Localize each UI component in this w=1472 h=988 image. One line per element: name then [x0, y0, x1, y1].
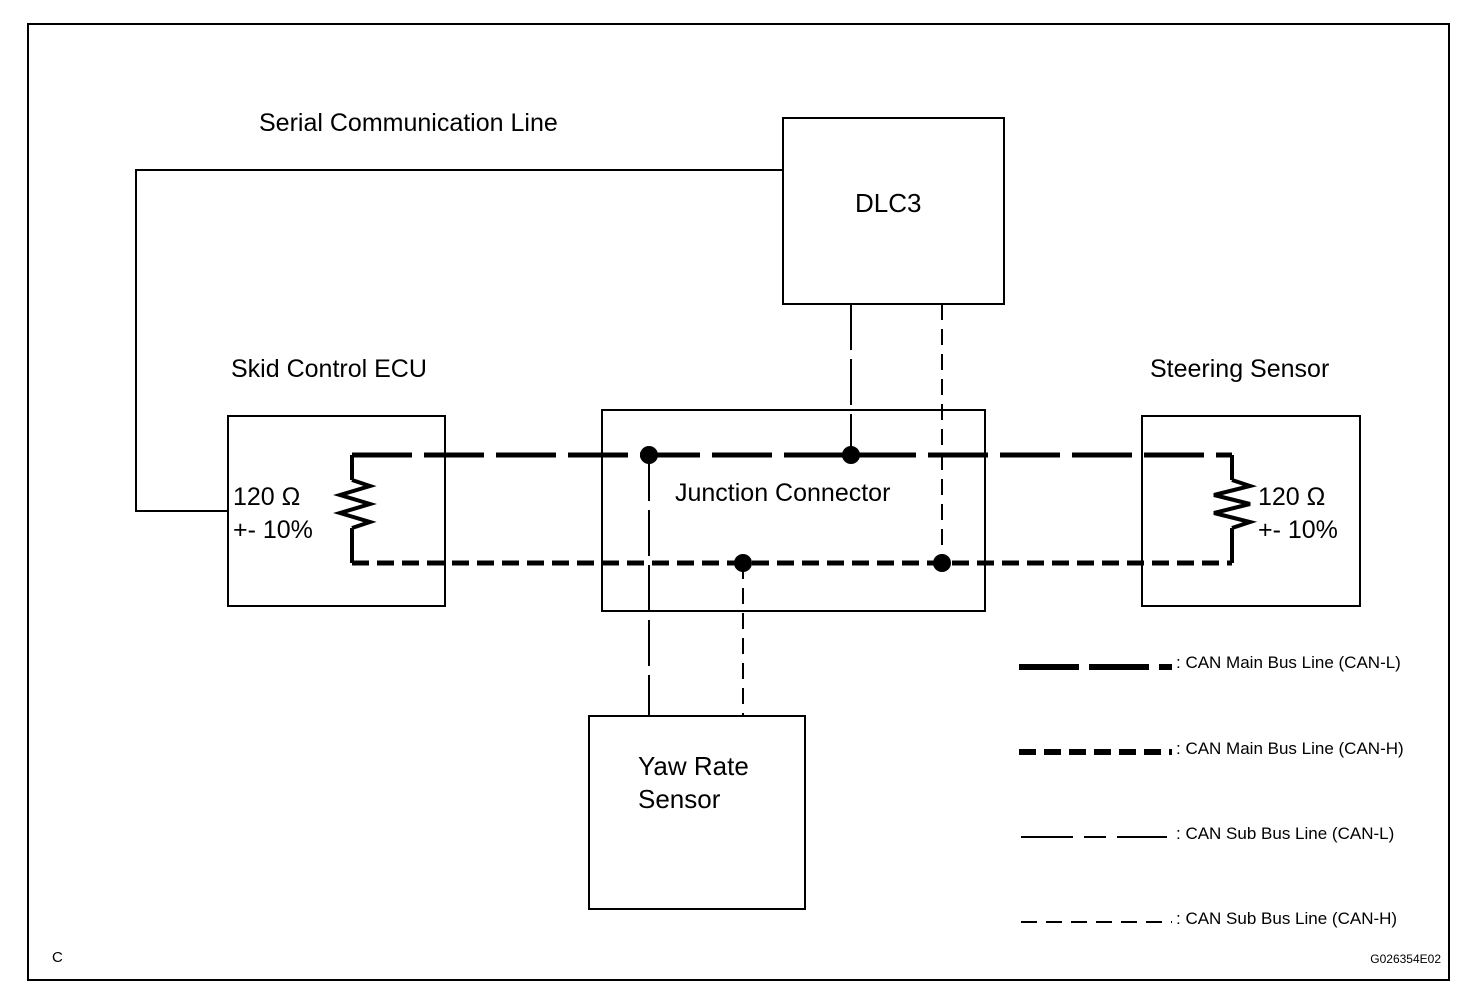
legend-label-main-can-h: : CAN Main Bus Line (CAN-H): [1176, 739, 1404, 758]
junction-dot-yaw-can-h: [734, 554, 752, 572]
yaw-rate-sensor-label-line1: Yaw Rate: [638, 751, 749, 781]
legend: : CAN Main Bus Line (CAN-L) : CAN Main B…: [1019, 653, 1404, 928]
skid-control-ecu-box: [227, 415, 446, 607]
steering-sensor-label: Steering Sensor: [1150, 355, 1329, 383]
left-resistor-value: 120 Ω: [233, 483, 300, 511]
serial-line-label: Serial Communication Line: [259, 109, 558, 137]
skid-control-ecu-label: Skid Control ECU: [231, 355, 427, 383]
right-resistor-tolerance: +- 10%: [1258, 516, 1338, 544]
serial-communication-wire: [135, 169, 783, 512]
legend-label-main-can-l: : CAN Main Bus Line (CAN-L): [1176, 653, 1401, 672]
legend-label-sub-can-h: : CAN Sub Bus Line (CAN-H): [1176, 909, 1397, 928]
left-resistor-tolerance: +- 10%: [233, 516, 313, 544]
junction-dot-dlc3-can-l: [842, 446, 860, 464]
yaw-rate-sensor-label-line2: Sensor: [638, 784, 721, 814]
legend-label-sub-can-l: : CAN Sub Bus Line (CAN-L): [1176, 824, 1394, 843]
junction-connector-label: Junction Connector: [675, 479, 890, 507]
dlc3-label: DLC3: [855, 188, 921, 218]
dlc3-box: [782, 117, 1005, 305]
right-resistor-value: 120 Ω: [1258, 483, 1325, 511]
junction-dot-dlc3-can-h: [933, 554, 951, 572]
junction-dot-yaw-can-l: [640, 446, 658, 464]
steering-sensor-box: [1141, 415, 1361, 607]
left-termination-resistor: [333, 455, 377, 563]
corner-letter: C: [52, 949, 63, 966]
diagram-frame: [27, 23, 1450, 981]
right-termination-resistor: [1213, 455, 1258, 563]
figure-code: G026354E02: [1370, 952, 1441, 966]
junction-connector-box: [601, 409, 986, 612]
yaw-rate-sensor-box: [588, 715, 806, 910]
